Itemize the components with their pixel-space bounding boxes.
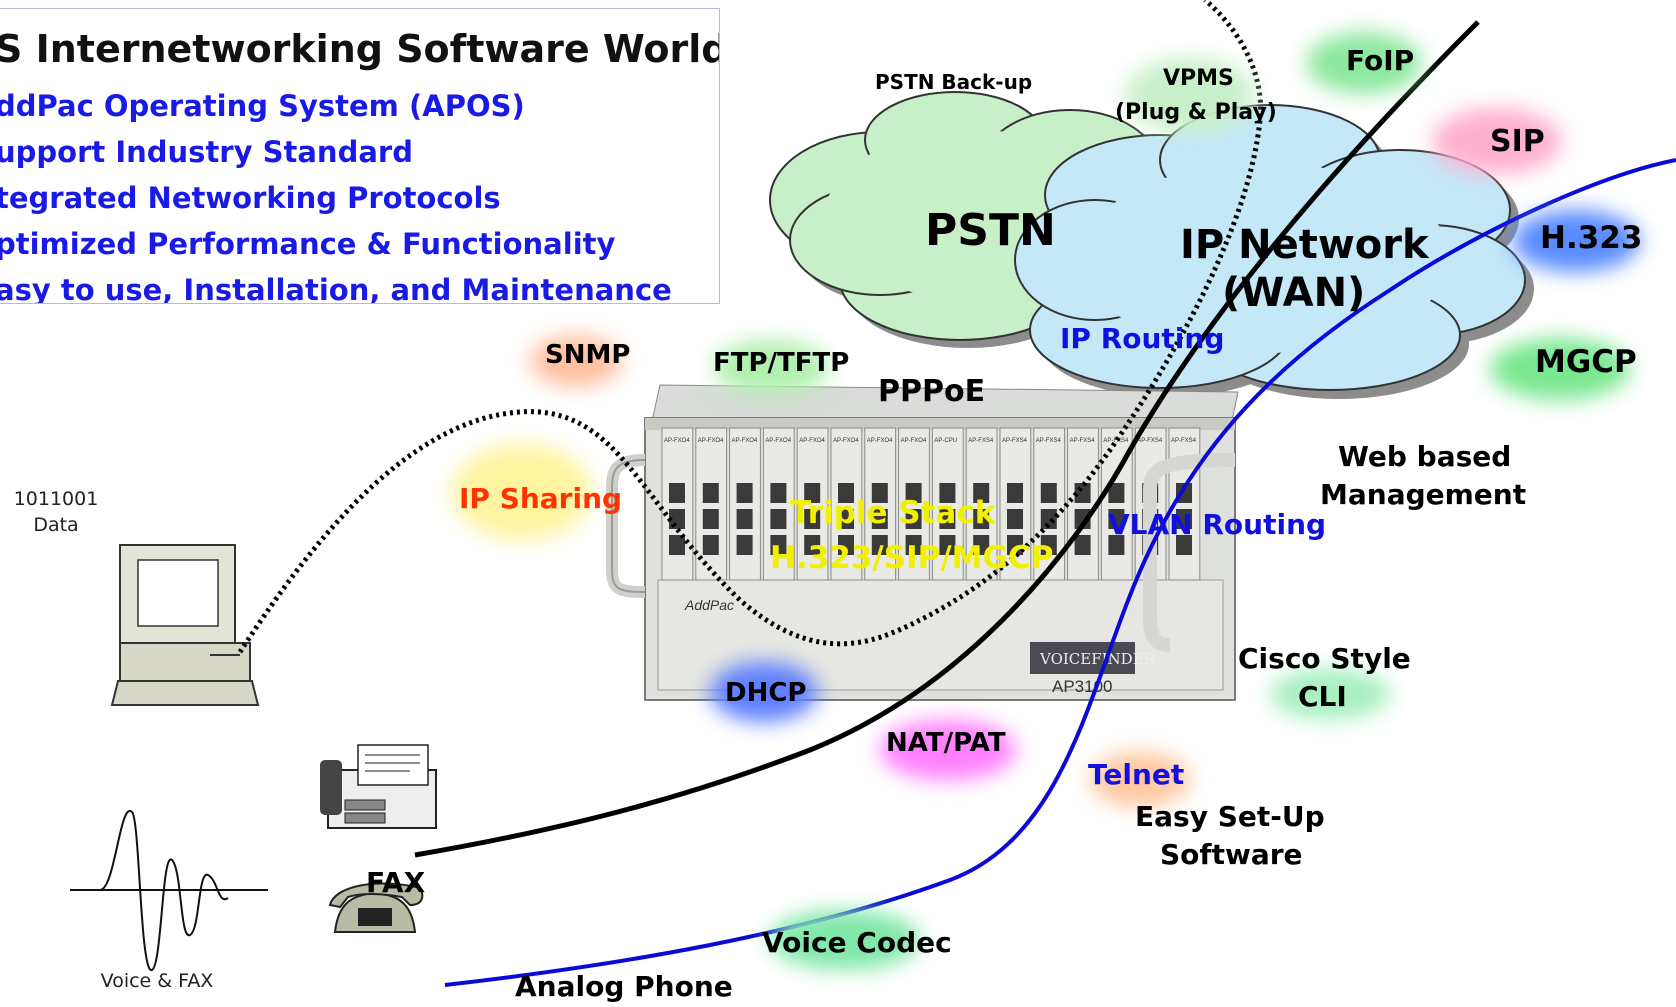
- info-item-apos: ddPac Operating System (APOS): [0, 89, 525, 123]
- dhcp-glow: [710, 662, 818, 722]
- ip-sharing-label: IP Sharing: [459, 482, 623, 515]
- vpms-plug-play-label: (Plug & Play): [1115, 100, 1277, 125]
- ftp-tftp-label: FTP/TFTP: [713, 348, 850, 378]
- pstn-cloud-label: PSTN: [925, 205, 1056, 256]
- slot-card: AP-FXO4: [695, 427, 728, 581]
- vpms-label: VPMS: [1163, 66, 1234, 91]
- web-management-label-2: Management: [1320, 478, 1527, 511]
- info-item-ease: asy to use, Installation, and Maintenanc…: [0, 273, 672, 304]
- slot-card: AP-FXO4: [898, 427, 930, 581]
- slot-label: AP-FXO4: [833, 438, 859, 444]
- slot-card: AP-FXO4: [864, 427, 897, 581]
- foip-glow: [1306, 32, 1422, 94]
- pstn-backup-label: PSTN Back-up: [875, 70, 1033, 94]
- slot-label: AP-FXO4: [732, 438, 758, 444]
- easy-setup-label: Easy Set-Up: [1135, 800, 1325, 833]
- snmp-glow: [530, 335, 622, 387]
- slot-label: AP-FXS4: [1103, 438, 1129, 444]
- voice-waveform-icon: [70, 810, 268, 972]
- sip-label: SIP: [1490, 124, 1545, 159]
- mgcp-label: MGCP: [1535, 344, 1637, 380]
- web-management-label: Web based: [1338, 440, 1512, 473]
- slot-label: AP-FXO4: [698, 438, 724, 444]
- triple-stack-protocols-label: H.323/SIP/MGCP: [770, 540, 1054, 576]
- ftp-glow: [713, 340, 829, 395]
- voice-codec-label: Voice Codec: [762, 926, 952, 959]
- dhcp-label: DHCP: [725, 678, 807, 708]
- telephone-icon: [328, 882, 424, 933]
- info-item-performance: ptimized Performance & Functionality: [0, 227, 616, 261]
- cisco-cli-label-2: CLI: [1298, 680, 1347, 713]
- brand-label: AddPac: [684, 597, 734, 613]
- voice-codec-glow: [770, 910, 920, 970]
- voice-fax-caption: Voice & FAX: [100, 970, 214, 992]
- info-item-protocols: tegrated Networking Protocols: [0, 181, 501, 215]
- slot-card: AP-FXO4: [729, 427, 761, 581]
- telnet-label: Telnet: [1088, 758, 1185, 791]
- sip-glow: [1432, 108, 1562, 174]
- fax-label: FAX: [366, 866, 426, 899]
- pppoe-label: PPPoE: [878, 374, 986, 409]
- slot-label: AP-FXO4: [901, 438, 927, 444]
- slot-label: AP-FXO4: [799, 438, 825, 444]
- info-item-standard: upport Industry Standard: [0, 135, 413, 169]
- telnet-glow: [1090, 752, 1190, 807]
- slot-label: AP-FXO4: [765, 438, 791, 444]
- slot-card: AP-FXO4: [796, 427, 829, 581]
- analog-phone-label: Analog Phone: [515, 970, 733, 1003]
- slot-label: AP-FXS4: [1036, 438, 1062, 444]
- slot-label: AP-FXO4: [664, 438, 690, 444]
- ip-network-cloud: [1014, 104, 1534, 399]
- fax-connection-line: [414, 20, 1480, 858]
- ip-network-label: IP Network: [1180, 222, 1429, 268]
- nat-pat-label: NAT/PAT: [886, 728, 1006, 758]
- foip-label: FoIP: [1346, 44, 1415, 77]
- data-caption-2: Data: [33, 514, 79, 536]
- triple-stack-label: Triple Stack: [790, 495, 996, 531]
- info-box: S Internetworking Software World ddPac O…: [0, 8, 720, 304]
- slot-label: AP-FXS4: [1002, 438, 1028, 444]
- cli-glow: [1270, 668, 1390, 720]
- computer-icon: [110, 544, 260, 706]
- ip-network-wan-label: (WAN): [1222, 270, 1366, 316]
- easy-setup-label-2: Software: [1160, 838, 1303, 871]
- slot-card: AP-FXO4: [762, 427, 795, 581]
- vlan-routing-label: VLAN Routing: [1108, 508, 1327, 541]
- slot-label: AP-FXS4: [968, 438, 994, 444]
- slot-label: AP-FXS4: [1171, 438, 1197, 444]
- slot-card: AP-CPU: [931, 427, 964, 581]
- data-caption: 1011001: [13, 488, 99, 510]
- ip-sharing-glow: [452, 444, 592, 540]
- fax-machine-icon: [320, 744, 437, 829]
- slot-label: AP-CPU: [934, 438, 957, 444]
- cisco-cli-label: Cisco Style: [1238, 642, 1411, 675]
- ip-routing-label: IP Routing: [1060, 322, 1225, 355]
- info-box-title: S Internetworking Software World: [0, 27, 720, 71]
- slot-card: AP-FXO4: [661, 427, 694, 581]
- model-label: AP3100: [1052, 677, 1113, 696]
- slot-card: AP-FXO4: [830, 427, 863, 581]
- mgcp-glow: [1490, 338, 1630, 400]
- slot-card: AP-FXS4: [1067, 427, 1099, 581]
- slot-card: AP-FXS4: [965, 427, 998, 581]
- slot-label: AP-FXO4: [867, 438, 893, 444]
- h323-glow: [1512, 210, 1640, 272]
- nat-glow: [880, 720, 1016, 780]
- snmp-label: SNMP: [545, 340, 631, 370]
- voicefinder-logo: VOICEFINDER: [1039, 650, 1156, 668]
- h323-label: H.323: [1540, 220, 1643, 256]
- vpms-glow: [1125, 58, 1255, 133]
- phone-connection-line: [444, 158, 1676, 987]
- slot-label: AP-FXS4: [1070, 438, 1096, 444]
- slot-label: AP-FXS4: [1137, 438, 1163, 444]
